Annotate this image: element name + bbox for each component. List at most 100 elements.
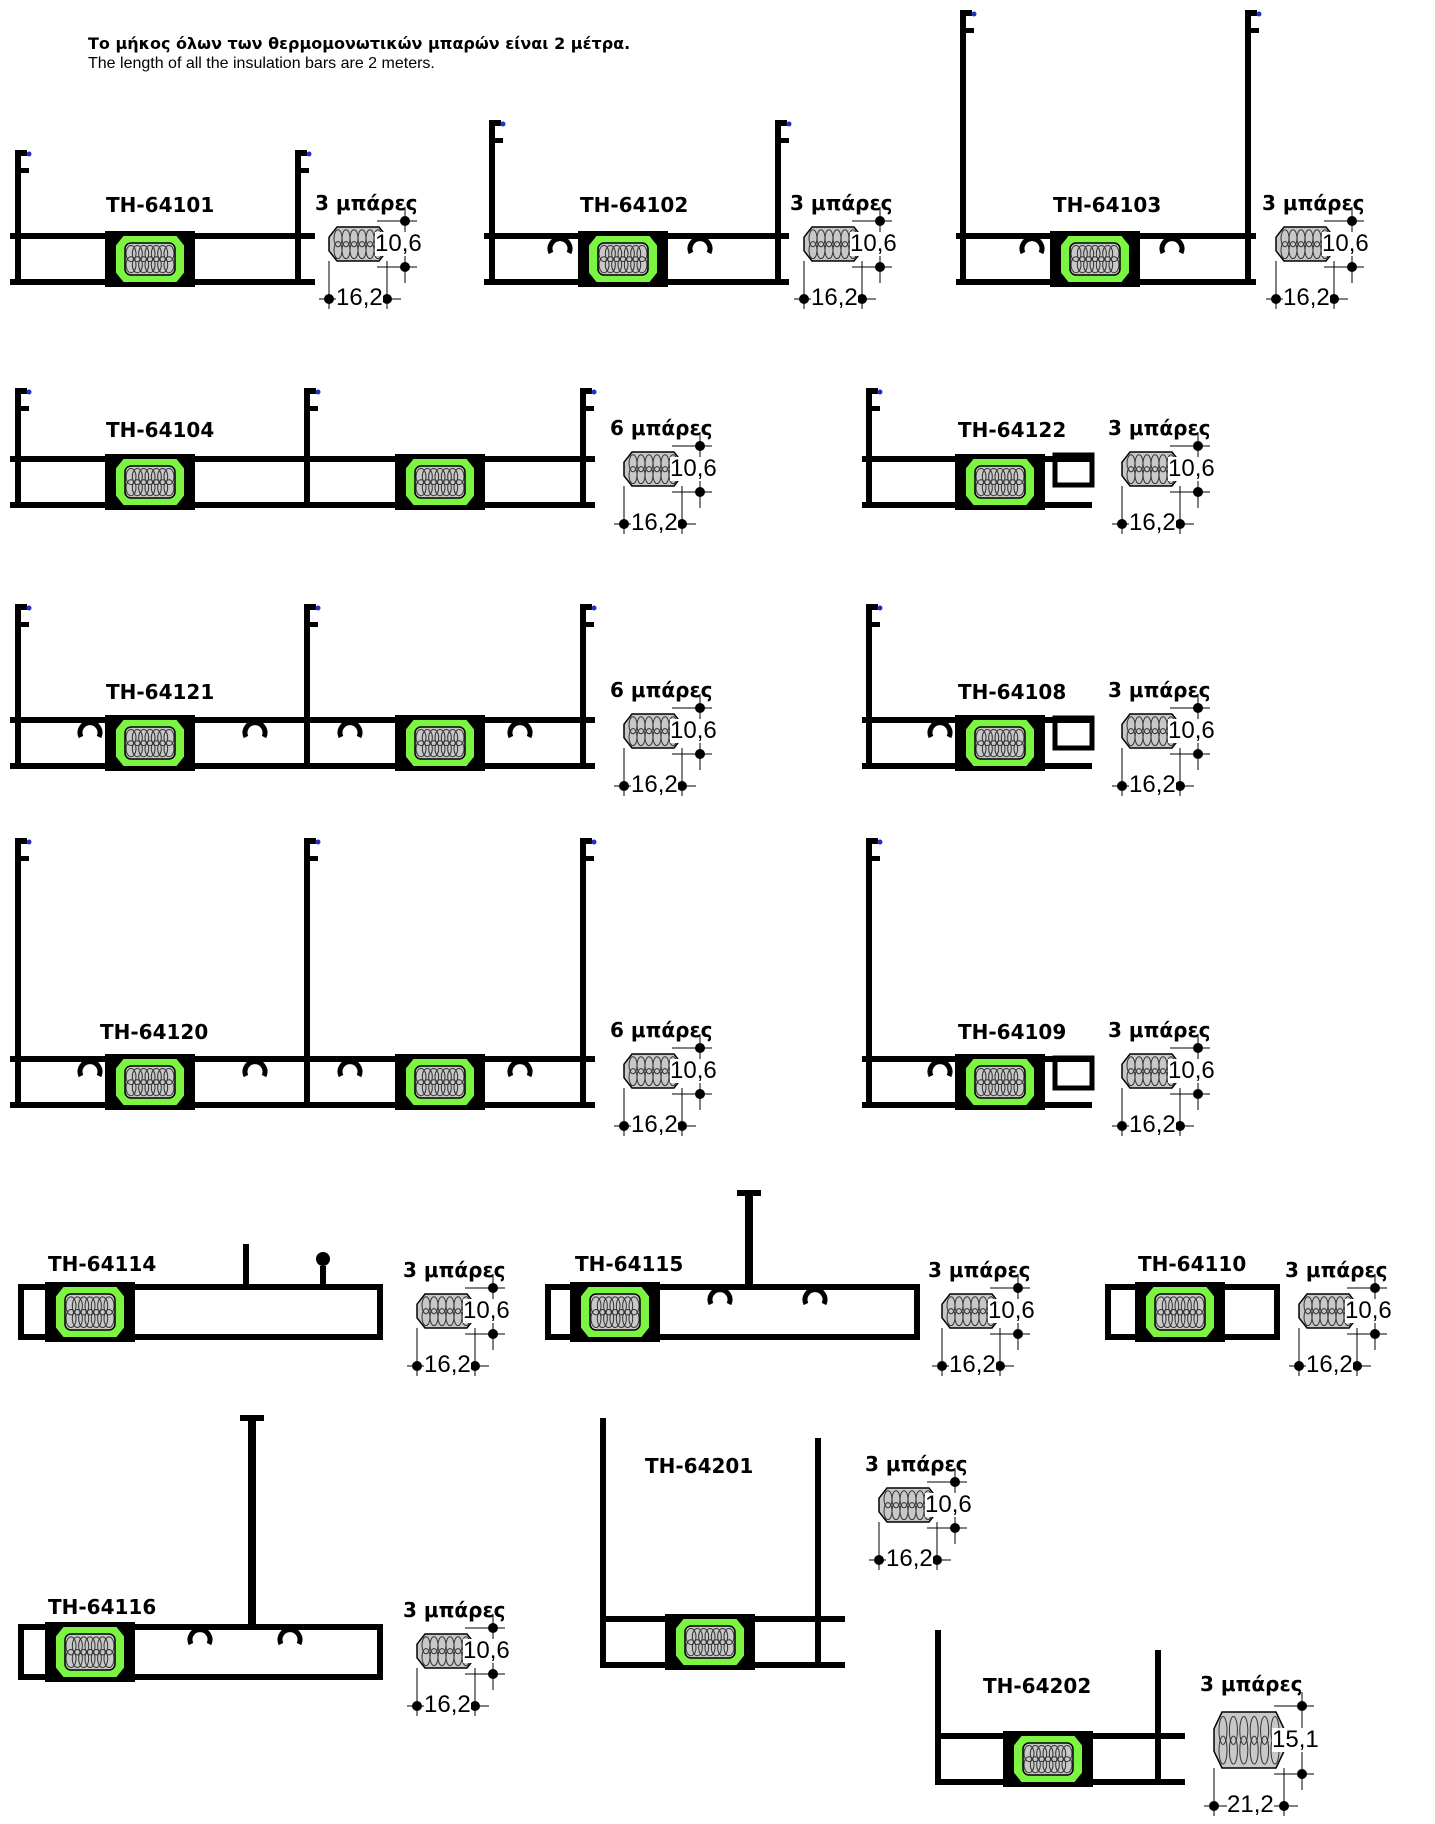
- profile-leg: [304, 838, 321, 1108]
- insulation-bar-icon: [623, 1053, 683, 1089]
- thermal-break: [45, 1282, 135, 1342]
- profile-code: TH-64101: [106, 193, 215, 217]
- bar-count-label: 6 μπάρες: [610, 416, 713, 440]
- profile-leg: [15, 838, 32, 1108]
- dimension-width: 16,2: [886, 1545, 933, 1572]
- profile-leg: [960, 10, 977, 285]
- dimension-height: 10,6: [850, 230, 897, 257]
- dimension-diagram: [614, 1034, 712, 1136]
- profile-leg: [866, 838, 883, 1108]
- bar-count-label: 3 μπάρες: [403, 1258, 506, 1282]
- dimension-height: 10,6: [1168, 1057, 1215, 1084]
- note-english: The length of all the insulation bars ar…: [88, 55, 435, 72]
- thermal-break: [955, 1054, 1045, 1110]
- note-greek: Το μήκος όλων των θερμομονωτικών μπαρών …: [88, 34, 631, 53]
- insulation-bar-icon: [1298, 1293, 1358, 1329]
- profile-leg: [15, 604, 32, 769]
- thermal-break: [955, 715, 1045, 771]
- dimension-height: 10,6: [1168, 717, 1215, 744]
- profile-code: TH-64109: [958, 1020, 1067, 1044]
- profile-leg: [1245, 10, 1262, 285]
- bar-count-label: 3 μπάρες: [1108, 1018, 1211, 1042]
- dimension-height: 10,6: [1322, 230, 1369, 257]
- hook-groove: [687, 236, 713, 255]
- hook-groove: [927, 1059, 953, 1078]
- dimension-height: 10,6: [670, 717, 717, 744]
- profile-leg: [580, 604, 597, 769]
- dimension-width: 16,2: [949, 1351, 996, 1378]
- hook-groove: [337, 720, 363, 739]
- profile-leg: [15, 388, 32, 508]
- dimension-height: 10,6: [1345, 1297, 1392, 1324]
- profile-code: TH-64103: [1053, 193, 1162, 217]
- dimension-diagram: [319, 207, 417, 309]
- dimension-height: 10,6: [463, 1297, 510, 1324]
- profile-leg: [304, 604, 321, 769]
- dimension-width: 16,2: [336, 284, 383, 311]
- dimension-width: 16,2: [424, 1351, 471, 1378]
- insulation-bar-icon: [1213, 1711, 1285, 1769]
- profile-code: TH-64202: [983, 1674, 1092, 1698]
- bar-count-label: 3 μπάρες: [1200, 1672, 1303, 1696]
- bar-count-label: 3 μπάρες: [1108, 678, 1211, 702]
- header-note: Το μήκος όλων των θερμομονωτικών μπαρών …: [88, 34, 630, 74]
- profile-code: TH-64116: [48, 1595, 157, 1619]
- insulation-bar-icon: [878, 1487, 938, 1523]
- thermal-break: [395, 1054, 485, 1110]
- bar-count-label: 6 μπάρες: [610, 1018, 713, 1042]
- profile-code: TH-64108: [958, 680, 1067, 704]
- insulation-bar-icon: [328, 226, 388, 262]
- insulation-bar-icon: [1121, 1053, 1181, 1089]
- bar-count-label: 3 μπάρες: [928, 1258, 1031, 1282]
- thermal-break: [1135, 1282, 1225, 1342]
- thermal-break: [395, 715, 485, 771]
- dimension-width: 16,2: [1129, 1111, 1176, 1138]
- insulation-bar-icon: [416, 1633, 476, 1669]
- dimension-height: 15,1: [1272, 1726, 1319, 1753]
- insulation-bar-icon: [941, 1293, 1001, 1329]
- profile-leg: [866, 388, 883, 508]
- dimension-width: 16,2: [631, 509, 678, 536]
- bar-count-label: 3 μπάρες: [790, 191, 893, 215]
- thermal-break: [955, 454, 1045, 510]
- dimension-height: 10,6: [670, 1057, 717, 1084]
- insulation-bar-icon: [1121, 713, 1181, 749]
- insulation-bar-icon: [623, 713, 683, 749]
- dimension-width: 16,2: [1306, 1351, 1353, 1378]
- bar-count-label: 3 μπάρες: [1285, 1258, 1388, 1282]
- profile-code: TH-64201: [645, 1454, 754, 1478]
- thermal-break: [578, 231, 668, 287]
- dimension-height: 10,6: [375, 230, 422, 257]
- profile-code: TH-64121: [106, 680, 215, 704]
- dimension-diagram: [1112, 694, 1210, 796]
- dimension-diagram: [1289, 1274, 1387, 1376]
- insulation-bar-icon: [416, 1293, 476, 1329]
- hook-groove: [507, 1059, 533, 1078]
- hook-groove: [242, 1059, 268, 1078]
- hook-groove: [507, 720, 533, 739]
- profile-leg: [866, 604, 883, 769]
- dimension-height: 10,6: [925, 1491, 972, 1518]
- dimension-diagram: [614, 432, 712, 534]
- profile-code: TH-64120: [100, 1020, 209, 1044]
- dimension-diagram: [1112, 432, 1210, 534]
- bar-count-label: 3 μπάρες: [865, 1452, 968, 1476]
- dimension-width: 16,2: [811, 284, 858, 311]
- hook-groove: [1159, 236, 1185, 255]
- bar-count-label: 3 μπάρες: [1262, 191, 1365, 215]
- dimension-width: 16,2: [424, 1691, 471, 1718]
- thermal-break: [1050, 231, 1140, 287]
- bar-count-label: 6 μπάρες: [610, 678, 713, 702]
- hook-groove: [277, 1627, 303, 1646]
